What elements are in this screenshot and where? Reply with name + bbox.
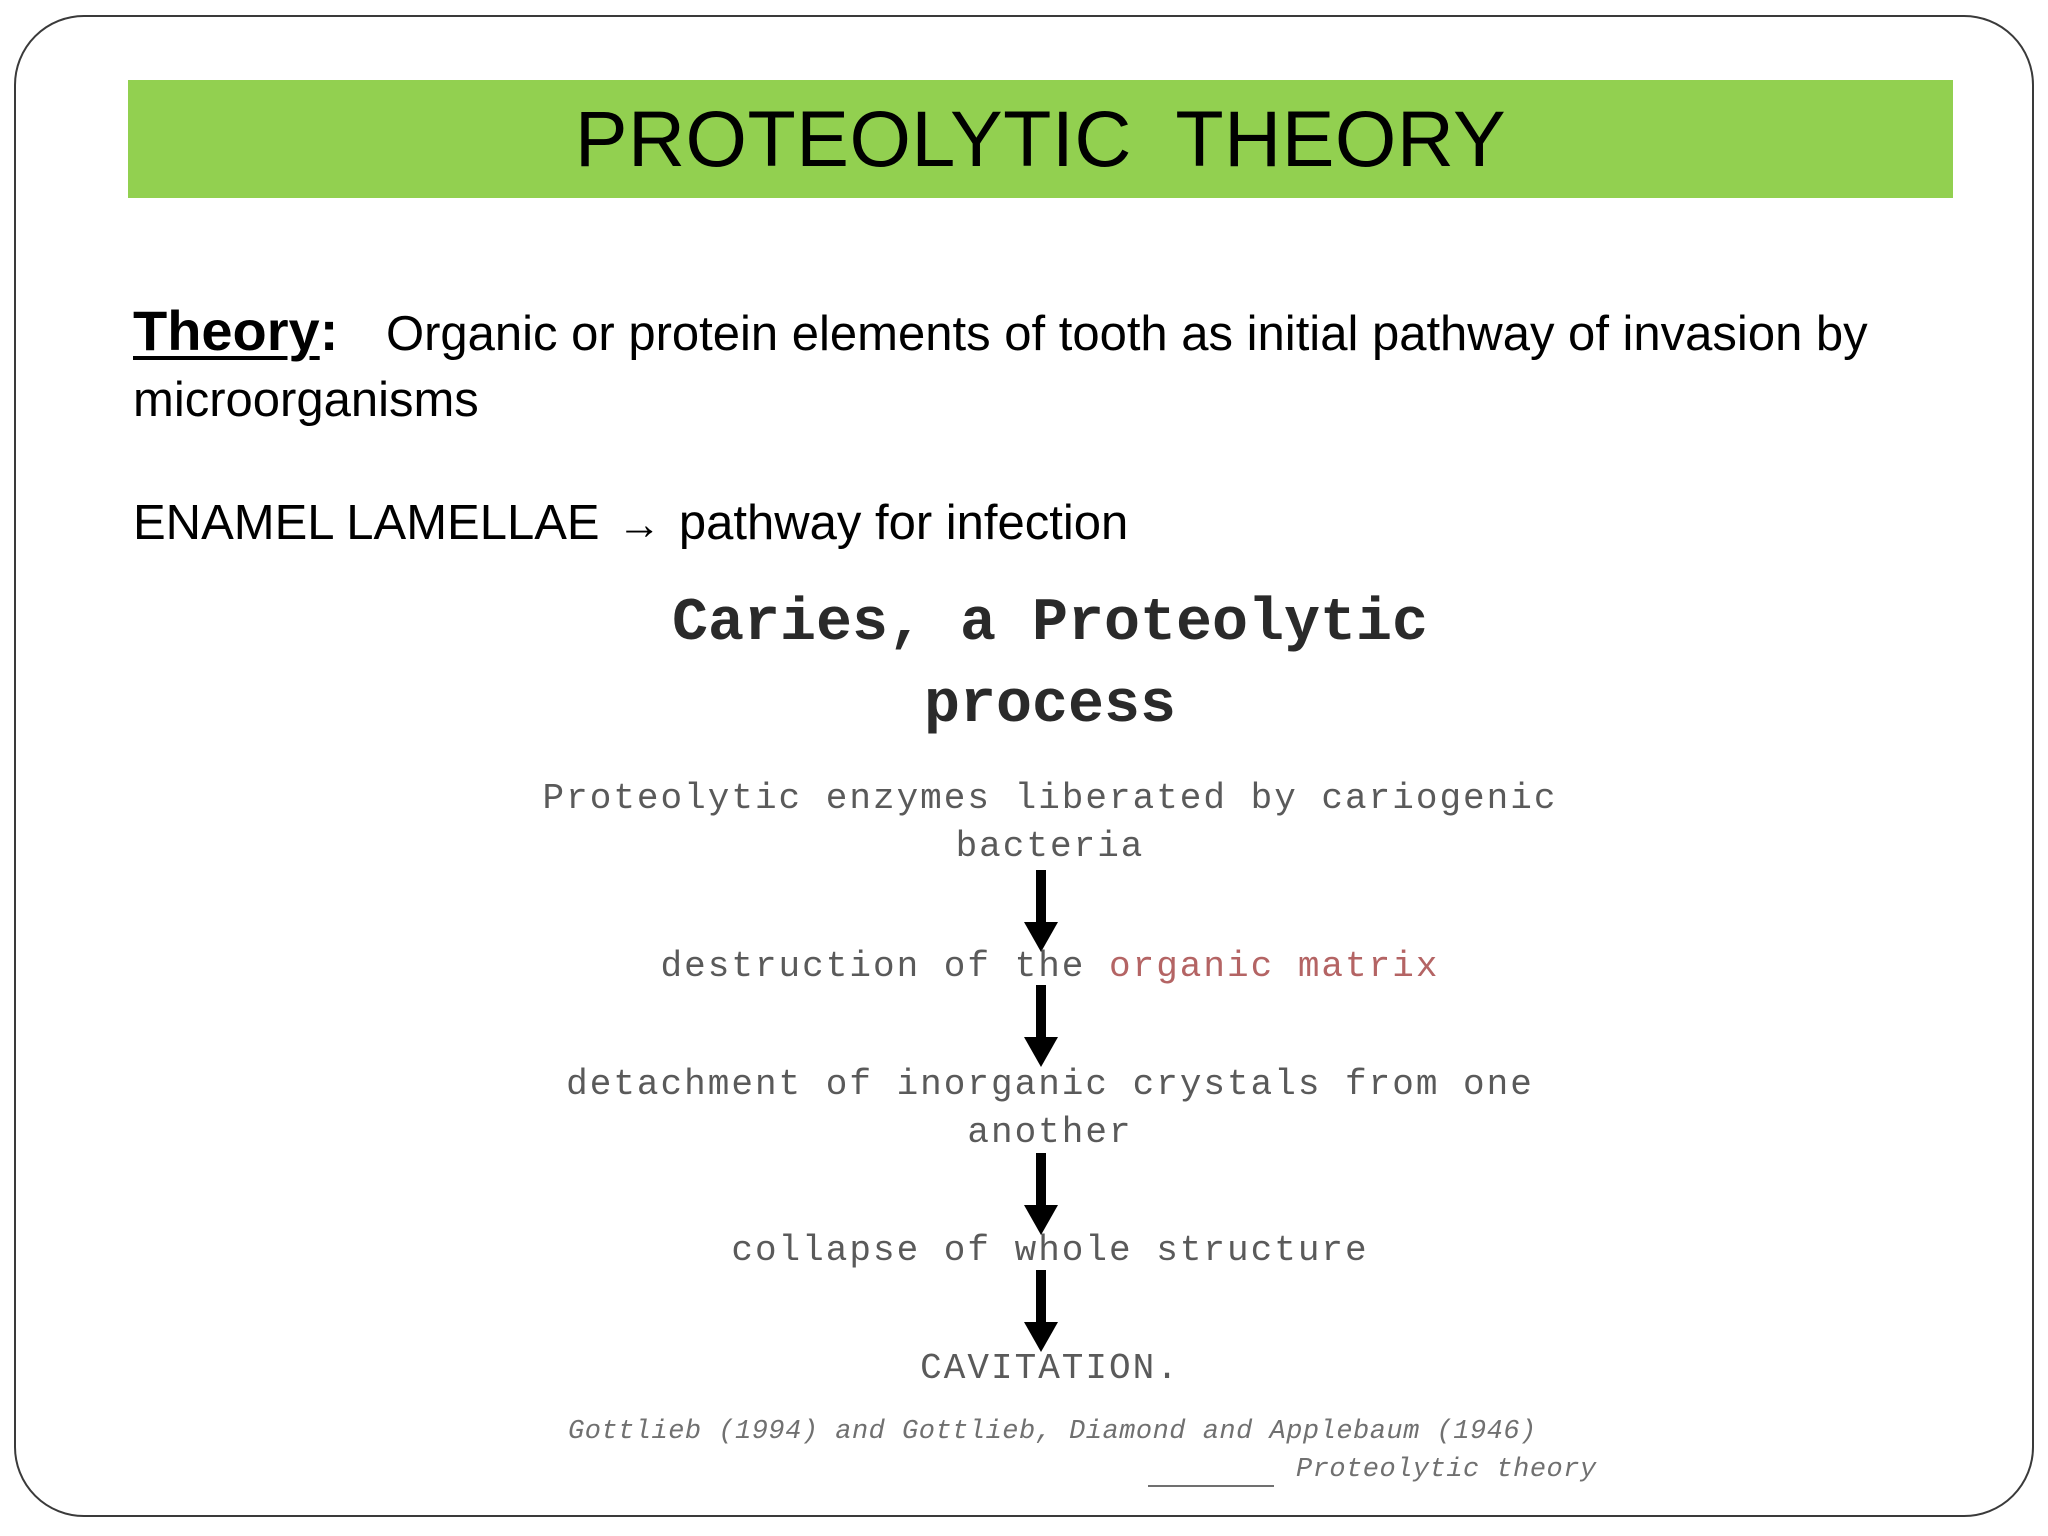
step-collapse: collapse of whole structure [731, 1230, 1369, 1271]
step-destruction-text: destruction of the [660, 946, 1109, 987]
step-detachment-line2: another [967, 1112, 1133, 1153]
slide-title: PROTEOLYTIC THEORY [574, 94, 1507, 183]
theory-paragraph: Theory: Organic or protein elements of t… [133, 298, 1933, 433]
theory-text: Organic or protein elements of tooth as … [133, 307, 1868, 427]
step-enzymes-line1: Proteolytic enzymes liberated by carioge… [542, 778, 1558, 819]
enamel-result: pathway for infection [678, 496, 1129, 550]
theory-label: Theory [133, 299, 320, 362]
proteolytic-process-figure: Caries, a Proteolytic process Proteolyti… [460, 585, 1640, 1487]
figure-title-line2: process [923, 672, 1177, 740]
enamel-lamellae-line: ENAMEL LAMELLAE → pathway for infection [133, 490, 1128, 558]
figure-title-line1: Caries, a Proteolytic [671, 590, 1429, 658]
slide-frame [14, 15, 2034, 1517]
figure-credit-line1: Gottlieb (1994) and Gottlieb, Diamond an… [568, 1417, 1537, 1447]
organic-matrix-highlight: organic matrix [1109, 946, 1440, 987]
down-arrow-icon [1024, 1153, 1058, 1235]
enamel-term: ENAMEL LAMELLAE [133, 496, 600, 550]
title-bar: PROTEOLYTIC THEORY [128, 80, 1953, 198]
down-arrow-icon [1024, 985, 1058, 1067]
credit-rule [1148, 1485, 1274, 1487]
step-cavitation: CAVITATION. [920, 1348, 1180, 1389]
right-arrow-icon: → [617, 500, 662, 549]
down-arrow-icon [1024, 870, 1058, 952]
step-destruction: destruction of the organic matrix [460, 943, 1640, 991]
down-arrow-icon [1024, 1270, 1058, 1352]
step-detachment-line1: detachment of inorganic crystals from on… [566, 1064, 1534, 1105]
figure-credit-line2: Proteolytic theory [1296, 1455, 1597, 1485]
step-enzymes-line2: bacteria [955, 826, 1145, 867]
theory-colon: : [319, 299, 339, 362]
